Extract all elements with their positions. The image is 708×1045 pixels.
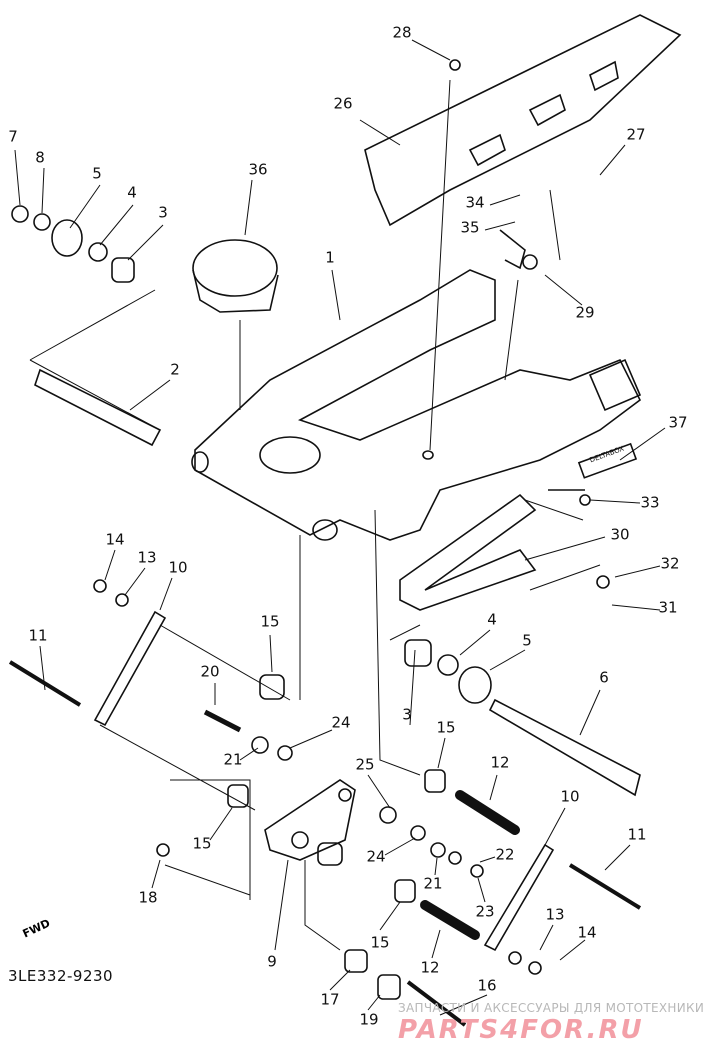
part-label: 3 (158, 203, 168, 222)
part-label: 4 (487, 610, 497, 629)
part-label: 34 (465, 193, 485, 212)
part-label: 14 (105, 530, 125, 549)
part-label: 15 (260, 612, 280, 631)
swingarm (194, 269, 642, 541)
part-label: 19 (359, 1010, 379, 1029)
part-label: 2 (170, 360, 180, 379)
watermark-logo: PARTS4FOR.RU (398, 1015, 644, 1045)
part-label: 12 (490, 753, 510, 772)
part-label: 36 (248, 160, 268, 179)
part-label: 5 (92, 164, 102, 183)
part-label: 28 (392, 23, 412, 42)
leader-lines (14, 39, 666, 1016)
part-label: 15 (370, 933, 390, 952)
part-label: 26 (333, 94, 353, 113)
part-label: 32 (660, 554, 680, 573)
part-label: 13 (137, 548, 157, 567)
bolt-11-left (8, 660, 82, 707)
part-label: 6 (599, 668, 609, 687)
part-label: 29 (575, 303, 595, 322)
part-label: 24 (331, 713, 351, 732)
part-label: 20 (200, 662, 220, 681)
part-label: 8 (35, 148, 45, 167)
part-label: 18 (138, 888, 158, 907)
part-label: 25 (355, 755, 375, 774)
part-label: 21 (223, 750, 243, 769)
part-label: 11 (627, 825, 647, 844)
bolt-16 (406, 980, 467, 1027)
part-label: 3 (402, 705, 412, 724)
chain-guard (364, 14, 682, 227)
part-label: 37 (668, 413, 688, 432)
part-label: 17 (320, 990, 340, 1009)
link-10-right (483, 843, 555, 952)
part-label: 10 (168, 558, 188, 577)
part-label: 9 (267, 952, 277, 971)
part-label: 21 (423, 874, 443, 893)
bolt-11-right (568, 863, 642, 910)
watermark-tagline: ЗАПЧАСТИ И АКСЕССУАРЫ ДЛЯ МОТОТЕХНИКИ (398, 1001, 705, 1015)
part-label: 35 (460, 218, 480, 237)
part-label: 15 (192, 834, 212, 853)
part-label: 11 (28, 626, 48, 645)
part-label: 22 (495, 845, 515, 864)
part-label: 10 (560, 787, 580, 806)
part-label: 23 (475, 902, 495, 921)
part-label: 13 (545, 905, 565, 924)
pivot-shaft-2 (34, 368, 162, 447)
part-label: 31 (658, 598, 678, 617)
part-label: 30 (610, 525, 630, 544)
pivot-shaft-6 (488, 698, 641, 797)
part-label: 33 (640, 493, 660, 512)
part-label: 24 (366, 847, 386, 866)
part-label: 12 (420, 958, 440, 977)
part-label: 5 (522, 631, 532, 650)
part-label: 1 (325, 248, 335, 267)
link-10-left (93, 610, 167, 727)
relay-arm (264, 779, 356, 861)
drawing-code: 3LE332-9230 (8, 967, 114, 985)
part-label: 27 (626, 125, 646, 144)
part-label: 15 (436, 718, 456, 737)
part-label: 16 (477, 976, 497, 995)
part-label: 7 (8, 127, 18, 146)
part-label: 14 (577, 923, 597, 942)
part-label: 4 (127, 183, 137, 202)
